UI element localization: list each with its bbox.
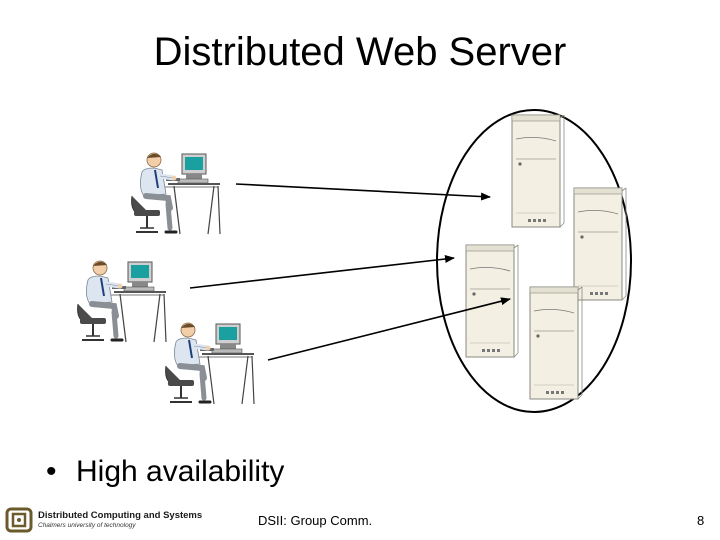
server-cluster-ellipse [436, 109, 632, 413]
slide-title: Distributed Web Server [153, 30, 567, 74]
logo-subtitle: Chalmers university of technology [38, 522, 136, 529]
client-workstation-1 [132, 153, 220, 234]
server-tower-2 [573, 187, 627, 301]
footer-course-label: DSII: Group Comm. [258, 513, 373, 528]
server-tower-3 [465, 244, 519, 358]
request-arrow-1 [235, 183, 491, 201]
logo-title: Distributed Computing and Systems [38, 510, 203, 521]
request-arrow-3 [267, 297, 511, 361]
client-workstation-3 [166, 323, 254, 404]
client-workstation-2 [78, 261, 166, 342]
request-arrow-2 [189, 255, 455, 289]
logo-emblem-icon [5, 507, 33, 533]
page-number: 8 [697, 513, 705, 528]
bullet-text: High availability [76, 455, 285, 488]
bullet-marker: • [46, 455, 57, 488]
server-tower-4 [529, 286, 583, 400]
server-tower-1 [511, 114, 565, 228]
bullet-item: • High availability [46, 452, 284, 492]
footer-logo: Distributed Computing and Systems Chalme… [4, 506, 204, 536]
